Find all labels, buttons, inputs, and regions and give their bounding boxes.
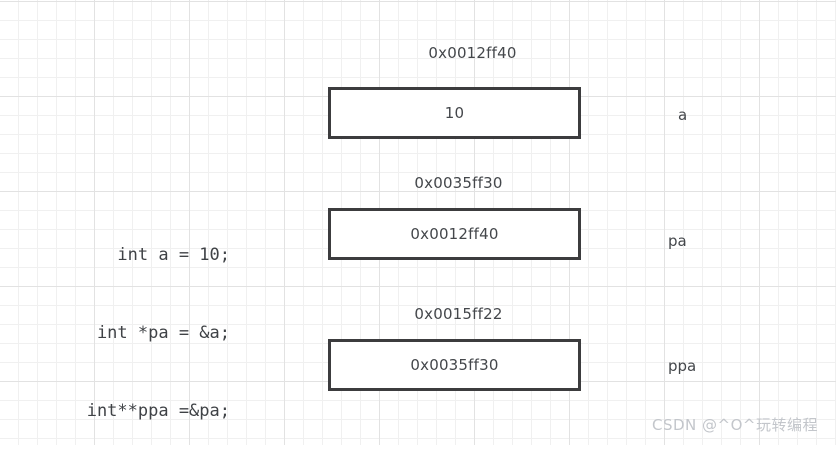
code-snippet: int a = 10; int *pa = &a; int**ppa =&pa; <box>30 190 230 476</box>
address-label-a: 0x0012ff40 <box>428 44 517 62</box>
address-label-pa: 0x0035ff30 <box>414 174 503 192</box>
code-line-2: int *pa = &a; <box>96 323 230 343</box>
watermark: CSDN @^O^玩转编程 <box>652 416 818 434</box>
memory-cell-a-value: 10 <box>444 103 465 122</box>
memory-cell-ppa-value: 0x0035ff30 <box>410 355 499 374</box>
code-line-1: int a = 10; <box>117 245 230 265</box>
diagram-canvas: int a = 10; int *pa = &a; int**ppa =&pa;… <box>0 0 836 445</box>
code-line-3: int**ppa =&pa; <box>86 401 230 421</box>
variable-name-pa: pa <box>668 232 687 250</box>
variable-name-ppa: ppa <box>668 357 697 375</box>
variable-name-a: a <box>678 106 688 124</box>
memory-cell-pa: 0x0012ff40 <box>328 208 581 260</box>
memory-cell-a: 10 <box>328 87 581 139</box>
memory-cell-pa-value: 0x0012ff40 <box>410 224 499 243</box>
address-label-ppa: 0x0015ff22 <box>414 305 503 323</box>
memory-cell-ppa: 0x0035ff30 <box>328 339 581 391</box>
